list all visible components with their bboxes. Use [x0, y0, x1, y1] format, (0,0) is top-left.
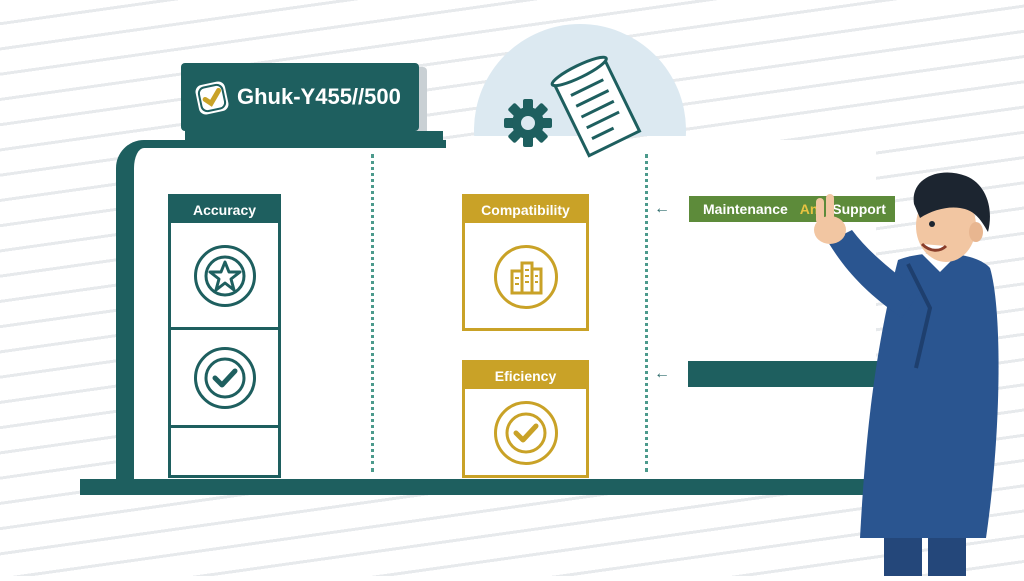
sign-post [185, 131, 443, 141]
compatibility-header: Compatibility [465, 197, 586, 223]
maintenance-label: Maintenance [703, 201, 788, 217]
check-badge-icon [194, 80, 230, 116]
and-label: An [799, 201, 819, 217]
floor-bar [80, 479, 870, 495]
divider-1 [371, 154, 374, 472]
accuracy-header: Accuracy [171, 197, 278, 223]
gear-icon [502, 97, 554, 149]
support-label: Support [832, 201, 886, 217]
efficiency-column: Eficiency [462, 360, 589, 478]
accuracy-divider-2 [171, 425, 278, 428]
accuracy-column: Accuracy [168, 194, 281, 478]
compatibility-column: Compatibility [462, 194, 589, 331]
checkmark-circle-icon [494, 401, 558, 465]
building-icon [494, 245, 558, 309]
maintenance-support-tag: Maintenance An Support [689, 196, 895, 222]
accuracy-divider-1 [171, 327, 278, 330]
checkmark-circle-icon [194, 347, 256, 409]
document-scroll-icon [540, 50, 650, 162]
star-badge-icon [194, 245, 256, 307]
header-title: Ghuk-Y455//500 [237, 84, 401, 109]
divider-2 [645, 154, 648, 472]
regulatory-compliance-tag: Reglatory Conpiance [688, 361, 880, 408]
arrow-left-icon: ← [654, 200, 670, 217]
businessman-figure [790, 168, 1024, 576]
header-sign: Ghuk-Y455//500 [181, 63, 419, 131]
arrow-left-icon: ← [654, 365, 670, 382]
board-top-bar-cut [446, 140, 886, 148]
regulatory-compliance-label: Reglatory Conpiance [709, 392, 854, 408]
efficiency-header: Eficiency [465, 363, 586, 389]
